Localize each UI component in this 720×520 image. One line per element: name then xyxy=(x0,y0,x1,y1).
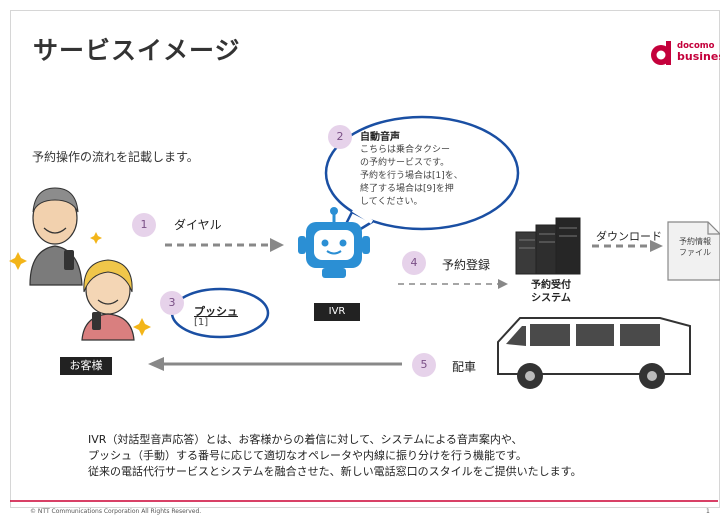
bubble-title: 自動音声 xyxy=(360,132,400,143)
server-label-line2: システム xyxy=(531,293,571,304)
arrow-dial xyxy=(165,238,284,252)
bubble-line-5: してください。 xyxy=(360,197,423,207)
bubble-line-4: 終了する場合は[9]を押 xyxy=(360,184,454,194)
arrow-download xyxy=(592,240,663,252)
logo-text-business: business xyxy=(677,50,720,63)
description-line-3: 従来の電話代行サービスとシステムを融合させた、新しい電話窓口のスタイルをご提供い… xyxy=(88,465,582,478)
customers-illustration xyxy=(9,187,151,341)
logo-text-docomo: docomo xyxy=(677,41,715,51)
intro-text: 予約操作の流れを記載します。 xyxy=(32,150,199,164)
step-1-label: ダイヤル xyxy=(174,218,222,232)
step-2-circle: 2 xyxy=(328,125,352,149)
server-label-line1: 予約受付 xyxy=(531,280,571,291)
logo-d-icon xyxy=(651,41,671,65)
customer-badge: お客様 xyxy=(60,357,112,375)
step-4-label: 予約登録 xyxy=(442,258,491,272)
push-label: プッシュ xyxy=(194,305,238,318)
document-label-line2: ファイル xyxy=(679,248,711,257)
document-icon xyxy=(667,221,720,281)
step-4-circle: 4 xyxy=(402,251,426,275)
download-label: ダウンロード xyxy=(596,230,662,243)
arrow-registration xyxy=(398,279,508,289)
slide-frame xyxy=(10,10,720,508)
ivr-badge: IVR xyxy=(314,303,360,321)
step-3-circle: 3 xyxy=(160,291,184,315)
server-illustration xyxy=(515,217,581,275)
bubble-line-2: の予約サービスです。 xyxy=(360,158,450,168)
bubble-line-3: 予約を行う場合は[1]を、 xyxy=(360,171,463,181)
page-title: サービスイメージ xyxy=(33,36,241,65)
docomo-business-logo: docomo business xyxy=(650,40,720,66)
push-value: [1] xyxy=(194,317,209,328)
document-label-line1: 予約情報 xyxy=(679,237,711,246)
page-number: 1 xyxy=(706,508,710,515)
arrow-dispatch xyxy=(148,357,402,371)
van-illustration xyxy=(497,317,691,389)
step-5-label: 配車 xyxy=(452,360,477,374)
copyright-text: © NTT Communications Corporation All Rig… xyxy=(30,508,202,515)
bubble-line-1: こちらは乗合タクシー xyxy=(360,145,451,155)
step-1-circle: 1 xyxy=(132,213,156,237)
robot-ivr-icon xyxy=(298,207,370,278)
description-line-2: プッシュ（手動）する番号に応じて適切なオペレータや内線に振り分けを行う機能です。 xyxy=(88,449,527,462)
step-5-circle: 5 xyxy=(412,353,436,377)
description-line-1: IVR（対話型音声応答）とは、お客様からの着信に対して、システムによる音声案内や… xyxy=(88,433,523,446)
